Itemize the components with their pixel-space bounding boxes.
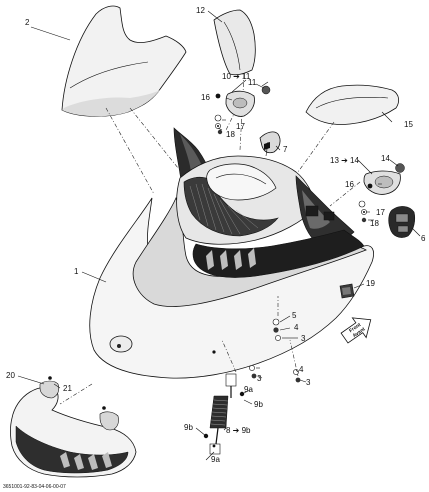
part-1-main-hood <box>89 196 374 379</box>
callout-3: 3 <box>306 378 311 387</box>
callout-17: 17 <box>376 208 385 217</box>
callout-11: 11 <box>248 78 257 87</box>
callout-16: 16 <box>345 180 354 189</box>
callout-18: 18 <box>370 219 379 228</box>
part-20-lower-cowl <box>10 376 137 478</box>
part-2-upper-cover <box>61 5 187 117</box>
callout-4: 4 <box>294 323 299 332</box>
part-6-latch <box>388 206 416 238</box>
callout-5: 5 <box>292 311 297 320</box>
part-15-seat-cushion <box>305 84 400 125</box>
part-19-bumper <box>339 283 355 299</box>
upper-fairing-assembly <box>173 127 365 278</box>
belly-vent-slats <box>206 248 256 270</box>
cowl-vent-slats <box>60 452 112 470</box>
lower-fastener-stack <box>249 365 301 383</box>
callout-leader-lines <box>17 10 421 461</box>
callout-19: 19 <box>366 279 375 288</box>
callout-7: 7 <box>283 145 288 154</box>
callout-18: 18 <box>226 130 235 139</box>
callout-13: 13 ➔ 14 <box>330 156 359 165</box>
part-7-clip <box>259 131 281 157</box>
grille-mesh-lines <box>189 183 259 235</box>
hood-fastener-stack <box>212 318 281 354</box>
callout-9a: 9a <box>244 385 253 394</box>
drawing-code: 3651001-92-83-04-06-00-07 <box>3 484 66 490</box>
callout-9a: 9a <box>211 455 220 464</box>
strut-coil <box>210 399 229 426</box>
callout-8: 8 ➔ 9b <box>226 426 251 435</box>
callout-3: 3 <box>257 374 262 383</box>
part-16-right-bracket <box>363 163 405 195</box>
callout-1: 1 <box>74 267 79 276</box>
callouts: 1 2 3 3 3 4 4 5 6 7 8 ➔ 9b 9a 9a 9b 9b 1… <box>6 6 426 464</box>
callout-9b: 9b <box>184 423 193 432</box>
callout-9b: 9b <box>254 400 263 409</box>
callout-4: 4 <box>299 365 304 374</box>
callout-6: 6 <box>421 234 426 243</box>
part-12-windshield <box>213 9 256 76</box>
callout-2: 2 <box>25 18 30 27</box>
front-direction-indicator: Front Avant <box>340 317 372 344</box>
callout-20: 20 <box>6 371 15 380</box>
left-fastener-stack <box>214 114 223 135</box>
callout-10: 10 ➔ 11 <box>222 72 251 81</box>
callout-14: 14 <box>381 154 390 163</box>
callout-21: 21 <box>63 384 72 393</box>
callout-15: 15 <box>404 120 413 129</box>
callout-3: 3 <box>301 334 306 343</box>
part-8-gas-strut <box>203 373 245 455</box>
callout-16: 16 <box>201 93 210 102</box>
callout-12: 12 <box>196 6 205 15</box>
callout-17: 17 <box>236 122 245 131</box>
right-fastener-stack <box>358 200 367 223</box>
